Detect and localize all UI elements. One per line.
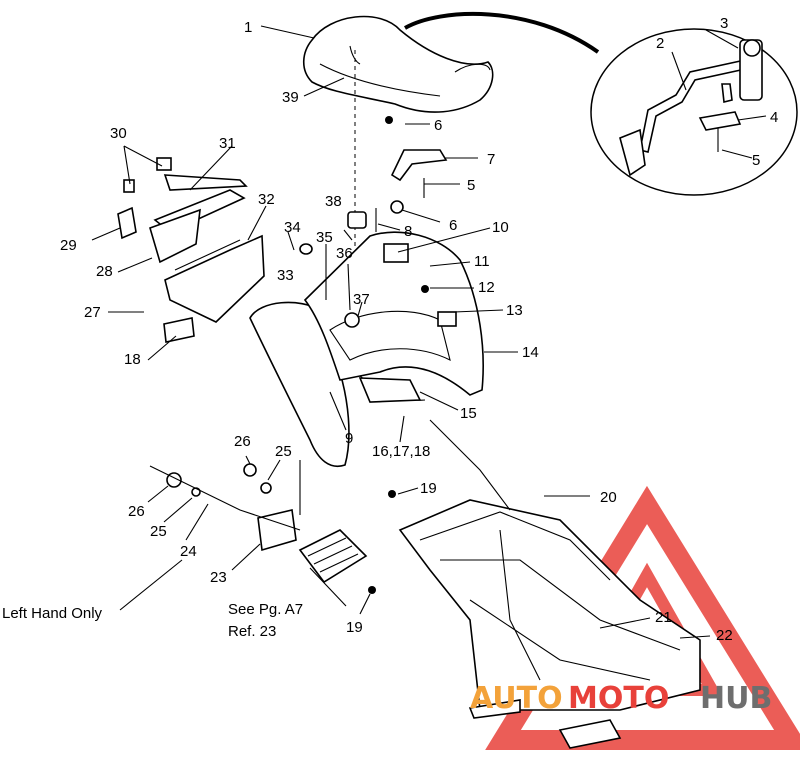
callout-32: 32 <box>258 191 275 208</box>
callout-37: 37 <box>353 291 370 308</box>
callout-1: 1 <box>244 19 252 36</box>
callout-22: 22 <box>716 627 733 644</box>
callout-13: 13 <box>506 302 523 319</box>
watermark-text: AUTO MOTO HUB <box>470 681 772 716</box>
callout-38: 38 <box>325 193 342 210</box>
watermark-moto: MOTO <box>568 681 669 716</box>
detail-circle <box>590 28 798 196</box>
cable-arc <box>404 11 600 54</box>
watermark-hub: HUB <box>700 681 772 716</box>
callout-35: 35 <box>316 229 333 246</box>
callout-20: 20 <box>600 489 617 506</box>
callout-7: 7 <box>487 151 495 168</box>
callout-15: 15 <box>460 405 477 422</box>
callout-5-detail: 5 <box>752 152 760 169</box>
callout-25-left: 25 <box>150 523 167 540</box>
seat-bracket <box>347 116 448 232</box>
callout-4: 4 <box>770 109 778 126</box>
callout-16-17-18: 16,17,18 <box>372 443 430 460</box>
callout-34: 34 <box>284 219 301 236</box>
callout-19-upper: 19 <box>420 480 437 497</box>
callout-14: 14 <box>522 344 539 361</box>
see-page-note: See Pg. A7 <box>228 601 303 618</box>
callout-26-right: 26 <box>234 433 251 450</box>
seat <box>302 15 494 113</box>
frame <box>398 499 701 749</box>
watermark-auto: AUTO <box>470 681 563 716</box>
callout-19-lower: 19 <box>346 619 363 636</box>
callout-8: 8 <box>404 223 412 240</box>
left-hand-only-note: Left Hand Only <box>2 605 103 622</box>
callout-labels: 1 2 3 4 5 5 6 6 7 8 9 10 11 12 13 14 15 … <box>60 15 778 644</box>
callout-10: 10 <box>492 219 509 236</box>
callout-18: 18 <box>124 351 141 368</box>
ref-note: Ref. 23 <box>228 623 276 640</box>
callout-33: 33 <box>277 267 294 284</box>
callout-21: 21 <box>655 609 672 626</box>
callout-24: 24 <box>180 543 197 560</box>
rear-fender <box>249 231 484 467</box>
callout-39: 39 <box>282 89 299 106</box>
callout-6-upper: 6 <box>434 117 442 134</box>
callout-29: 29 <box>60 237 77 254</box>
callout-25-right: 25 <box>275 443 292 460</box>
callout-23: 23 <box>210 569 227 586</box>
callout-5: 5 <box>467 177 475 194</box>
callout-12: 12 <box>478 279 495 296</box>
callout-3: 3 <box>720 15 728 32</box>
callout-26-left: 26 <box>128 503 145 520</box>
leader-lines <box>91 25 767 639</box>
callout-9: 9 <box>345 430 353 447</box>
callout-36: 36 <box>336 245 353 262</box>
callout-11: 11 <box>474 253 490 270</box>
callout-6-lower: 6 <box>449 217 457 234</box>
storage-box <box>117 157 265 343</box>
callout-2: 2 <box>656 35 664 52</box>
callout-27: 27 <box>84 304 101 321</box>
callout-28: 28 <box>96 263 113 280</box>
callout-31: 31 <box>219 135 236 152</box>
footrest <box>166 463 396 594</box>
callout-30: 30 <box>110 125 127 142</box>
